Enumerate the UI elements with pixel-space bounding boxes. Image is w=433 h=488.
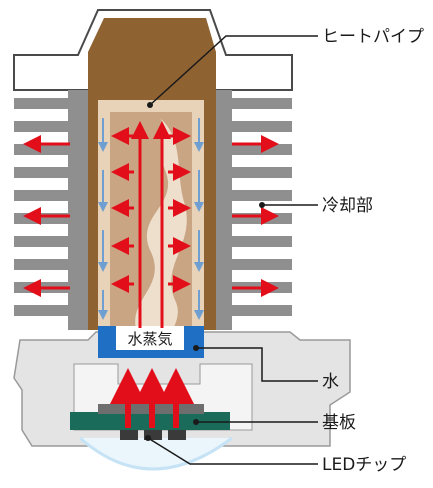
- led-chips: [120, 430, 186, 440]
- leader-dots: [145, 102, 265, 441]
- lens: [79, 436, 233, 471]
- label-substrate: 基板: [322, 413, 356, 433]
- label-water: 水: [322, 372, 339, 392]
- vapor-label: 水蒸気: [127, 330, 172, 348]
- heat-input-arrows: [110, 368, 194, 428]
- heat-dissipation-arrows: [23, 135, 279, 297]
- label-heat-pipe: ヒートパイプ: [322, 27, 424, 47]
- cooling-fins-left: [14, 90, 90, 330]
- leader-lines: [147, 35, 318, 465]
- label-led-chip: LEDチップ: [322, 455, 406, 475]
- cooling-fins-right: [210, 90, 292, 330]
- condensate-flow-arrows: [98, 118, 204, 320]
- vapor-flow-arrows: [111, 121, 191, 328]
- vapor-label-bg: [116, 326, 184, 350]
- label-cooling: 冷却部: [322, 196, 373, 216]
